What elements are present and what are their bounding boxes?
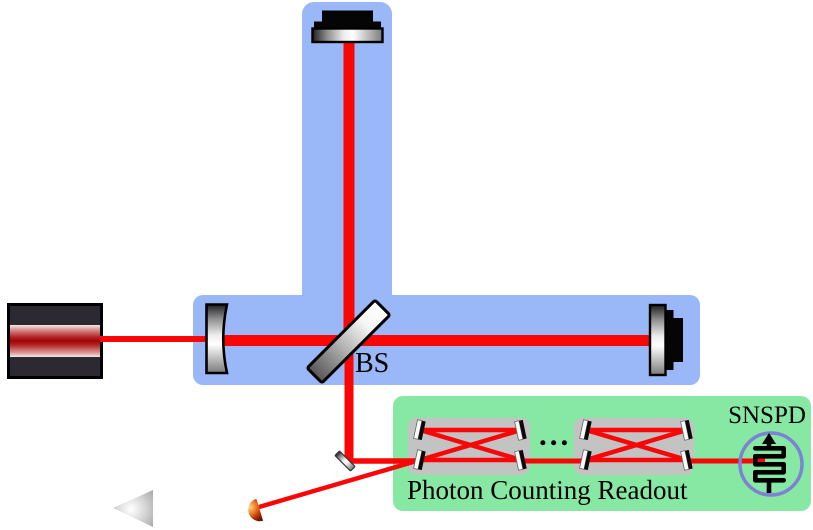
interferometer-arm-vertical [302, 2, 392, 300]
laser-gain-medium [10, 325, 100, 357]
photodiode-icon [248, 498, 264, 522]
readout-label: Photon Counting Readout [407, 475, 688, 505]
filter-cavity-1 [408, 418, 530, 475]
filter-cavity-2 [574, 418, 694, 475]
snspd-label: SNSPD [728, 402, 806, 429]
fold-mirror-icon [334, 450, 356, 472]
interferometer-arm-horizontal [193, 295, 700, 385]
laser-housing-bottom [10, 357, 100, 376]
laser-housing-top [10, 306, 100, 325]
beam-dump-icon [113, 490, 153, 527]
beam-splitter-label: BS [355, 348, 390, 379]
cavity-ellipsis-label: ... [539, 417, 572, 452]
laser-source-icon [7, 303, 103, 379]
